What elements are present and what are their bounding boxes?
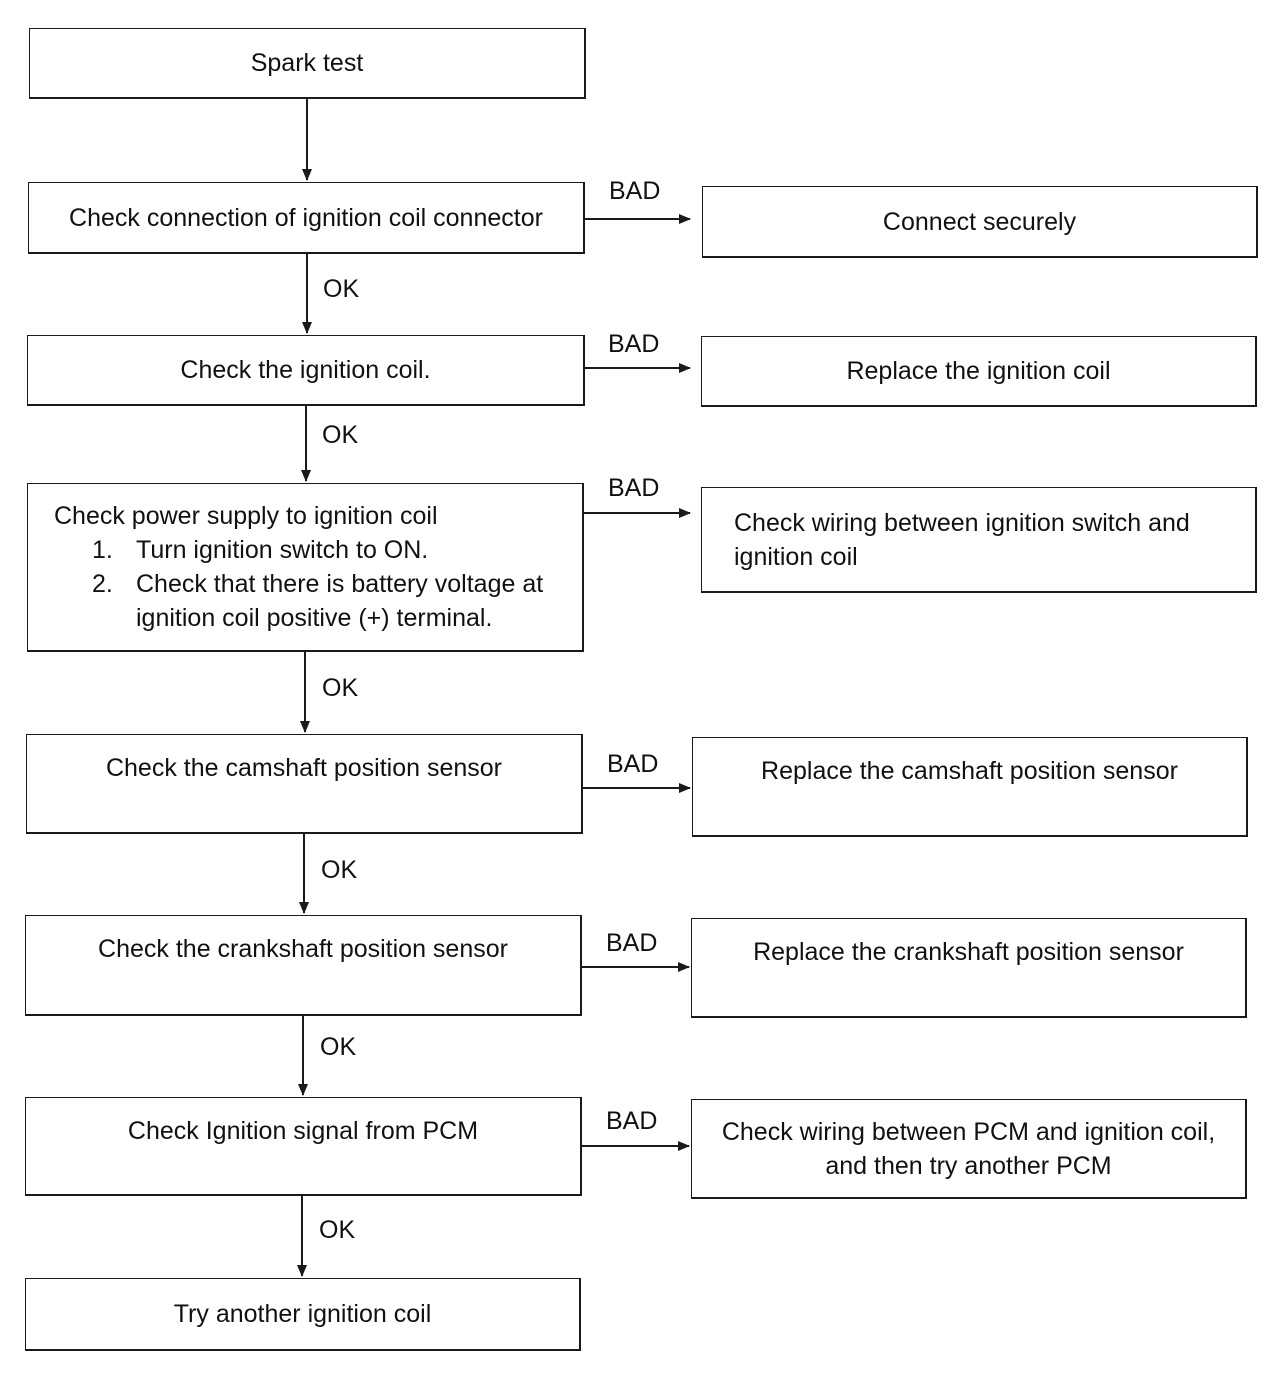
substep-number: 1. [92,536,113,564]
bad-action-box-2: Replace the ignition coil [701,336,1257,407]
bad-label-3: BAD [608,474,660,502]
ok-label-4: OK [321,856,358,884]
bad-action-text-3: Check wiring between ignition switch and… [734,508,1190,571]
substep-2: 2. Check that there is battery voltage at… [92,567,572,635]
ok-label-3: OK [322,674,359,702]
bad-label-5: BAD [606,929,658,957]
ok-label-6: OK [319,1216,356,1244]
ok-label-5: OK [320,1033,357,1061]
bad-action-box-5: Replace the crankshaft position sensor [691,918,1247,1018]
ok-label-2: OK [322,421,359,449]
bad-action-text-1: Connect securely [882,207,1077,236]
bad-action-box-3: Check wiring between ignition switch and… [701,487,1257,593]
step-text-3: Check power supply to ignition coil [54,502,438,530]
end-text: Try another ignition coil [173,1300,432,1328]
substep-1: 1. Turn ignition switch to ON. [92,533,572,567]
substep-text: Turn ignition switch to ON. [136,536,429,564]
step-text-4: Check the camshaft position sensor [105,754,503,782]
bad-action-text-6: Check wiring between PCM and ignition co… [721,1117,1216,1180]
bad-action-text-4: Replace the camshaft position sensor [761,757,1178,785]
step-box-5: Check the crankshaft position sensor [25,915,582,1016]
bad-label-1: BAD [609,177,661,205]
step-text-6: Check Ignition signal from PCM [127,1117,479,1145]
bad-label-4: BAD [607,750,659,778]
bad-label-2: BAD [608,330,660,358]
step-box-6: Check Ignition signal from PCM [25,1097,582,1196]
substep-text: Check that there is battery voltage at i… [136,570,544,632]
step-box-2: Check the ignition coil. [27,335,585,406]
substep-number: 2. [92,570,113,598]
step-box-1: Check connection of ignition coil connec… [28,182,585,254]
step-text-1: Check connection of ignition coil connec… [69,203,543,232]
start-text: Spark test [250,49,364,77]
bad-label-6: BAD [606,1107,658,1135]
end-box: Try another ignition coil [25,1278,581,1351]
bad-action-box-6: Check wiring between PCM and ignition co… [691,1099,1247,1199]
step-box-3: Check power supply to ignition coil 1. Tu… [27,483,584,652]
substep-list: 1. Turn ignition switch to ON. 2. Check th… [54,533,572,635]
bad-action-box-1: Connect securely [702,186,1258,258]
step-box-4: Check the camshaft position sensor [26,734,583,834]
bad-action-box-4: Replace the camshaft position sensor [692,737,1248,837]
start-box: Spark test [29,28,586,99]
step-text-5: Check the crankshaft position sensor [98,935,508,963]
step-text-2: Check the ignition coil. [180,356,431,384]
bad-action-text-5: Replace the crankshaft position sensor [753,938,1184,966]
ok-label-1: OK [323,275,360,303]
bad-action-text-2: Replace the ignition coil [846,357,1111,385]
